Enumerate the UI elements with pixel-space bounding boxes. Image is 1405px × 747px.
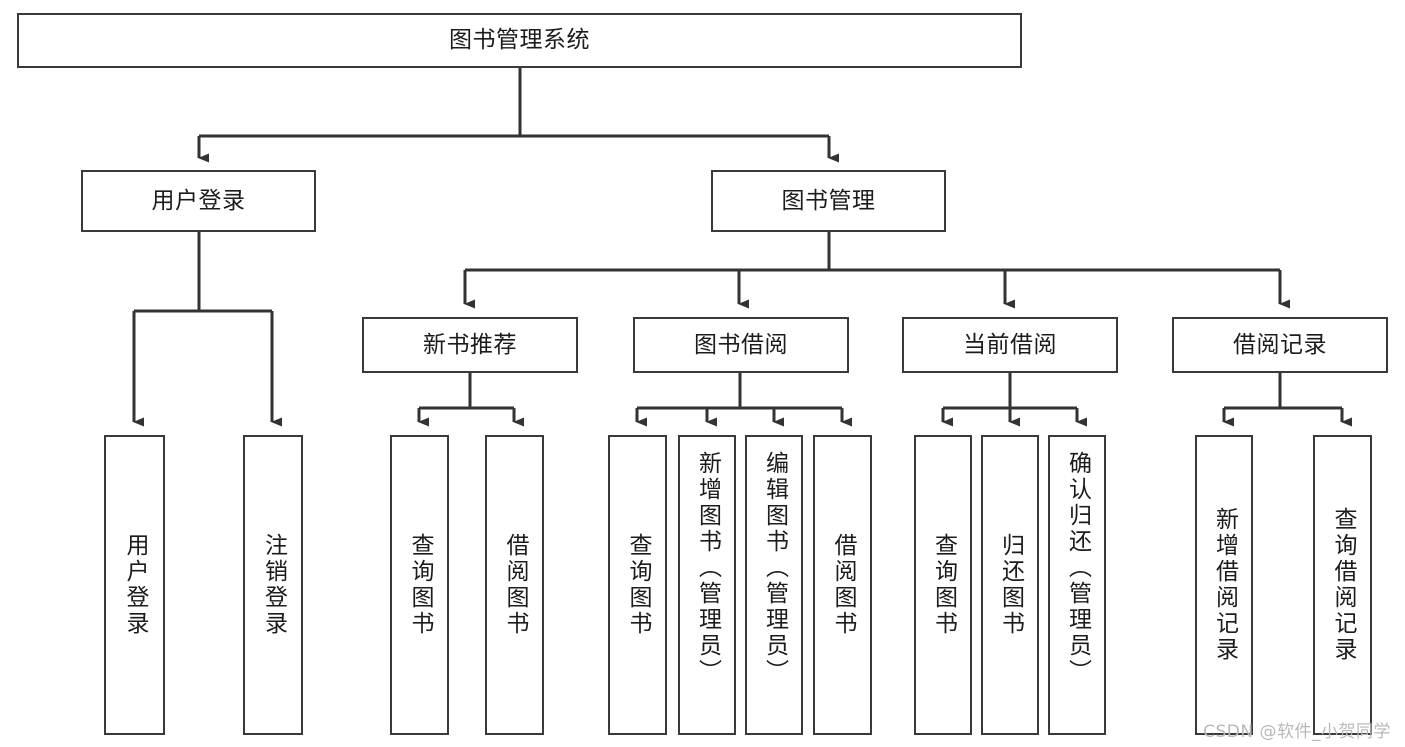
node-leaf-query-book-recommend-label: 查询图书 — [407, 533, 433, 637]
node-leaf-edit-book-admin-label: 编辑图书（管理员） — [761, 451, 788, 685]
node-new-book-recommend-label: 新书推荐 — [423, 331, 517, 358]
node-leaf-user-login-label: 用户登录 — [122, 533, 148, 637]
node-borrow-record[interactable]: 借阅记录 — [1172, 317, 1388, 373]
node-borrow-record-label: 借阅记录 — [1233, 331, 1327, 358]
node-new-book-recommend[interactable]: 新书推荐 — [362, 317, 578, 373]
node-leaf-confirm-return-admin[interactable]: 确认归还（管理员） — [1048, 435, 1106, 735]
node-leaf-query-borrow-record-label: 查询借阅记录 — [1330, 507, 1356, 663]
node-leaf-query-book-current-label: 查询图书 — [930, 533, 957, 637]
node-root-system-label: 图书管理系统 — [449, 27, 590, 54]
node-book-management[interactable]: 图书管理 — [711, 170, 946, 232]
node-leaf-borrow-book[interactable]: 借阅图书 — [813, 435, 872, 735]
node-leaf-edit-book-admin[interactable]: 编辑图书（管理员） — [745, 435, 803, 735]
node-leaf-logout-label: 注销登录 — [260, 533, 287, 637]
csdn-watermark: CSDN @软件_小贺同学 — [1203, 722, 1391, 742]
node-book-borrow-label: 图书借阅 — [694, 331, 788, 358]
node-leaf-borrow-book-recommend-label: 借阅图书 — [502, 533, 528, 637]
node-leaf-query-book-borrow-label: 查询图书 — [625, 533, 651, 637]
node-leaf-add-borrow-record[interactable]: 新增借阅记录 — [1195, 435, 1253, 735]
node-leaf-borrow-book-label: 借阅图书 — [830, 533, 856, 637]
node-root-system[interactable]: 图书管理系统 — [17, 13, 1022, 68]
node-user-login-label: 用户登录 — [151, 187, 246, 214]
node-current-borrow[interactable]: 当前借阅 — [902, 317, 1118, 373]
node-leaf-query-book-current[interactable]: 查询图书 — [914, 435, 972, 735]
node-leaf-user-login[interactable]: 用户登录 — [104, 435, 165, 735]
node-leaf-confirm-return-admin-label: 确认归还（管理员） — [1064, 451, 1091, 685]
node-leaf-add-book-admin-label: 新增图书（管理员） — [694, 451, 721, 685]
node-leaf-query-book-borrow[interactable]: 查询图书 — [608, 435, 667, 735]
node-leaf-borrow-book-recommend[interactable]: 借阅图书 — [485, 435, 544, 735]
node-user-login[interactable]: 用户登录 — [81, 170, 316, 232]
node-leaf-add-book-admin[interactable]: 新增图书（管理员） — [678, 435, 736, 735]
node-leaf-logout[interactable]: 注销登录 — [243, 435, 303, 735]
node-current-borrow-label: 当前借阅 — [963, 331, 1057, 358]
node-leaf-query-book-recommend[interactable]: 查询图书 — [390, 435, 449, 735]
node-leaf-query-borrow-record[interactable]: 查询借阅记录 — [1313, 435, 1372, 735]
node-book-management-label: 图书管理 — [781, 187, 876, 214]
node-leaf-add-borrow-record-label: 新增借阅记录 — [1211, 507, 1238, 663]
node-leaf-return-book[interactable]: 归还图书 — [981, 435, 1039, 735]
node-leaf-return-book-label: 归还图书 — [997, 533, 1024, 637]
node-book-borrow[interactable]: 图书借阅 — [633, 317, 849, 373]
